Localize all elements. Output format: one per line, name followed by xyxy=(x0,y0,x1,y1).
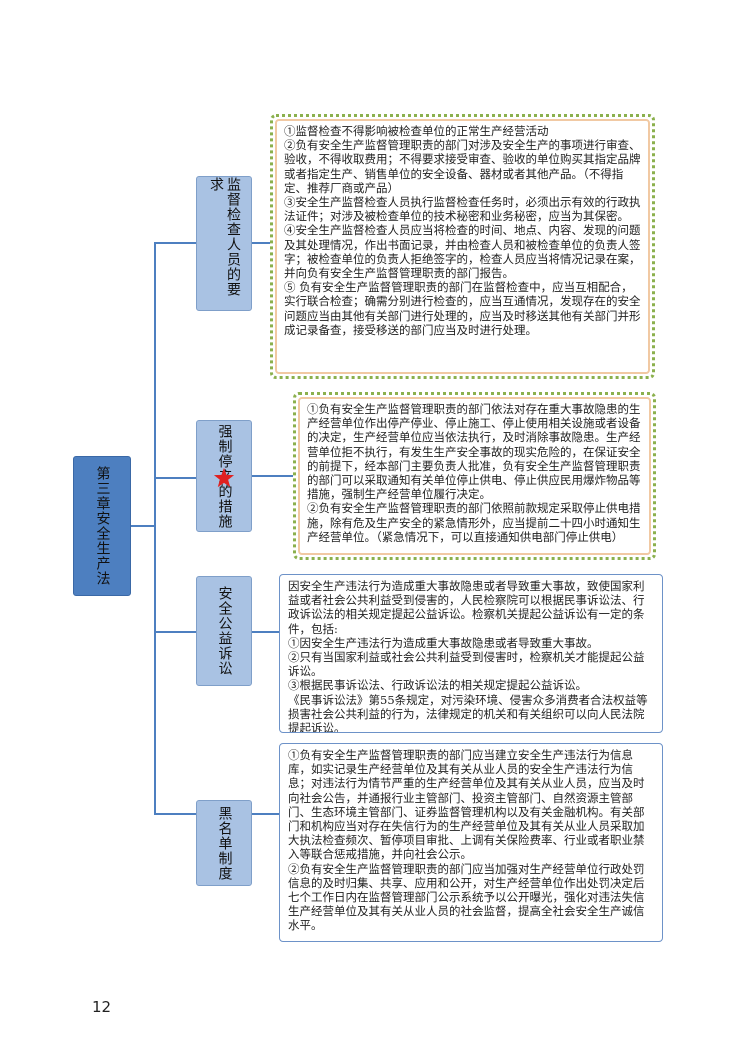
content-paragraph: ②负有安全生产监督管理职责的部门应当加强对生产经营单位行政处罚信息的及时归集、共… xyxy=(288,861,645,933)
content-paragraph: ②负有安全生产监督管理职责的部门对涉及安全生产的事项进行审查、验收，不得收取费用… xyxy=(284,138,641,195)
content-paragraph: ⑤ 负有安全生产监督管理职责的部门在监督检查中，应当互相配合，实行联合检查；确需… xyxy=(284,280,641,337)
content-paragraph: ④安全生产监督检查人员应当将检查的时间、地点、内容、发现的问题及其处理情况，作出… xyxy=(284,223,641,281)
star-icon xyxy=(213,467,235,488)
content-paragraph: ③根据民事诉讼法、行政诉讼法的相关规定提起公益诉讼。 xyxy=(288,678,587,693)
content-box-forced-shutdown: ①负有安全生产监督管理职责的部门依法对存在重大事故隐患的生产经营单位作出停产停业… xyxy=(293,392,656,560)
connector-leaf-2 xyxy=(252,475,294,477)
content-paragraph: 《民事诉讼法》第55条规定，对污染环境、侵害众多消费者合法权益等损害社会公共利益… xyxy=(288,692,648,733)
root-label: 第三章安全生产法 xyxy=(94,466,111,586)
root-node: 第三章安全生产法 xyxy=(73,456,131,596)
content-box-inspector-requirements: ①监督检查不得影响被检查单位的正常生产经营活动 ②负有安全生产监督管理职责的部门… xyxy=(270,114,655,379)
content-paragraph: 因安全生产违法行为造成重大事故隐患或者导致重大事故，致使国家利益或者社会公共利益… xyxy=(288,579,645,636)
branch-label: 安全公益诉讼 xyxy=(216,586,233,676)
connector-branch-3 xyxy=(154,631,196,633)
content-box-public-interest-litigation: 因安全生产违法行为造成重大事故隐患或者导致重大事故，致使国家利益或者社会公共利益… xyxy=(279,574,663,733)
connector-branch-2 xyxy=(154,477,196,479)
page-number: 12 xyxy=(92,998,112,1016)
connector-root-out xyxy=(131,525,155,527)
content-box-blacklist-system: ①负有安全生产监督管理职责的部门应当建立安全生产违法行为信息库，如实记录生产经营… xyxy=(279,743,663,942)
branch-public-interest-litigation: 安全公益诉讼 xyxy=(196,576,252,686)
content-paragraph: ①监督检查不得影响被检查单位的正常生产经营活动 xyxy=(284,124,549,138)
content-paragraph: ①负有安全生产监督管理职责的部门应当建立安全生产违法行为信息库，如实记录生产经营… xyxy=(288,748,645,862)
connector-leaf-3 xyxy=(252,631,279,633)
connector-branch-4 xyxy=(154,813,196,815)
content-paragraph: ③安全生产监督检查人员执行监督检查任务时，必须出示有效的行政执法证件；对涉及被检… xyxy=(284,195,641,224)
content-paragraph: ①因安全生产违法行为造成重大事故隐患或者导致重大事故。 xyxy=(288,635,599,650)
content-paragraph: ②负有安全生产监督管理职责的部门依照前款规定采取停止供电措施，除有危及生产安全的… xyxy=(307,501,641,544)
connector-trunk xyxy=(154,242,156,815)
branch-inspector-requirements: 监督检查人员的要求 xyxy=(196,176,252,311)
connector-leaf-4 xyxy=(252,813,279,815)
branch-label: 黑名单制度 xyxy=(216,805,233,881)
branch-label: 监督检查人员的要求 xyxy=(208,177,241,297)
connector-branch-1 xyxy=(154,242,196,244)
connector-leaf-1 xyxy=(252,242,272,244)
branch-blacklist-system: 黑名单制度 xyxy=(196,800,252,886)
content-paragraph: ②只有当国家利益或社会公共利益受到侵害时，检察机关才能提起公益诉讼。 xyxy=(288,650,645,679)
content-paragraph: ①负有安全生产监督管理职责的部门依法对存在重大事故隐患的生产经营单位作出停产停业… xyxy=(307,402,641,502)
